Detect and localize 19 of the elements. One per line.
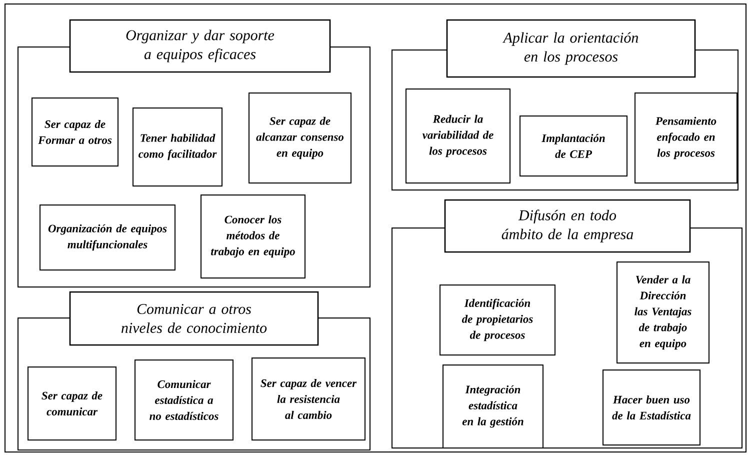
text-box: Ser capaz de comunicar: [28, 366, 116, 440]
text-box: Tener habilidad como facilitador: [132, 108, 222, 186]
text-box: Hacer buen uso de la Estadística: [602, 370, 700, 446]
text-box: Ser capaz de Formar a otros: [32, 98, 118, 166]
text-box: Pensamiento enfocado en los procesos: [634, 92, 738, 184]
text-box: Comunicar estadística a no estadísticos: [134, 360, 234, 440]
text-box: Reducir la variabilidad de los procesos: [406, 88, 510, 184]
text-box: Ser capaz de vencer la resistencia al cambio: [252, 358, 366, 440]
text-box: Ser capaz de alcanzar consenso en equipo: [248, 92, 352, 184]
text-box: Integración estadística en la gestión: [442, 364, 544, 448]
panel-title: Difusón en todo ámbito de la empresa: [444, 199, 691, 253]
panel-title: Comunicar a otros niveles de conocimiento: [69, 291, 319, 346]
text-box: Conocer los métodos de trabajo en equipo: [200, 194, 306, 278]
text-box: Identificación de propietarios de procesos: [440, 284, 556, 356]
text-box: Vender a la Dirección las Ventajas de trabajo en equipo: [616, 262, 710, 364]
panel-title: Organizar y dar soporte a equipos eficaces: [69, 19, 331, 73]
panel-title: Aplicar la orientación en los procesos: [446, 19, 696, 78]
text-box: Organización de equipos multifuncionales: [40, 204, 176, 270]
text-box: Implantación de CEP: [520, 116, 628, 176]
